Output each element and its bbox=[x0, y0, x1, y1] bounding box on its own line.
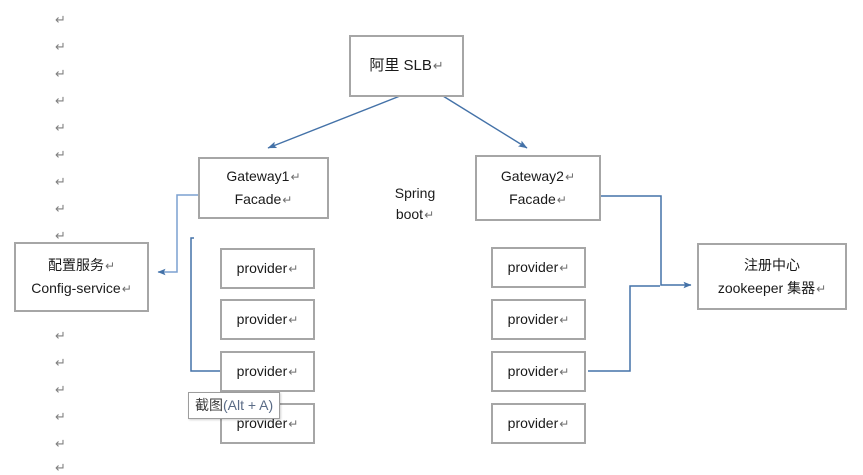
paragraph-mark: ↵ bbox=[55, 175, 66, 190]
connector-provider-right-to-registry bbox=[588, 285, 660, 372]
node-config-service-line1: 配置服务 bbox=[47, 257, 104, 274]
paragraph-mark: ↵ bbox=[564, 170, 576, 185]
label-spring-boot-line2: boot bbox=[395, 206, 424, 222]
paragraph-mark: ↵ bbox=[559, 417, 570, 432]
screenshot-tooltip-shortcut: (Alt + A) bbox=[223, 397, 274, 413]
node-gateway1-facade[interactable]: Gateway1↵ Facade↵ bbox=[198, 157, 329, 219]
paragraph-mark: ↵ bbox=[288, 313, 299, 328]
paragraph-mark: ↵ bbox=[288, 262, 299, 277]
connector-gateway1-to-config-service bbox=[157, 194, 198, 276]
provider-label: provider bbox=[236, 415, 288, 432]
node-registry-line1: 注册中心 bbox=[744, 256, 800, 273]
paragraph-mark: ↵ bbox=[55, 383, 66, 398]
paragraph-mark: ↵ bbox=[55, 437, 66, 452]
paragraph-mark: ↵ bbox=[104, 259, 116, 274]
node-config-service-line2: Config-service bbox=[31, 280, 121, 296]
node-provider-right-4[interactable]: provider↵ bbox=[491, 403, 586, 444]
paragraph-mark: ↵ bbox=[55, 121, 66, 136]
node-ali-slb-label: 阿里 SLB bbox=[369, 56, 432, 74]
provider-label: provider bbox=[507, 311, 559, 328]
paragraph-mark: ↵ bbox=[282, 193, 293, 207]
label-spring-boot-line1: Spring bbox=[394, 185, 436, 201]
paragraph-mark: ↵ bbox=[424, 208, 435, 222]
node-gateway2-line1: Gateway2 bbox=[500, 168, 564, 185]
paragraph-mark: ↵ bbox=[55, 229, 66, 244]
node-provider-right-2[interactable]: provider↵ bbox=[491, 299, 586, 340]
paragraph-mark: ↵ bbox=[55, 67, 66, 82]
node-provider-left-1[interactable]: provider↵ bbox=[220, 248, 315, 289]
paragraph-mark: ↵ bbox=[556, 193, 567, 207]
node-provider-left-3[interactable]: provider↵ bbox=[220, 351, 315, 392]
provider-label: provider bbox=[236, 363, 288, 380]
node-config-service[interactable]: 配置服务↵ Config-service↵ bbox=[14, 242, 149, 312]
paragraph-mark: ↵ bbox=[432, 58, 444, 74]
node-gateway2-facade[interactable]: Gateway2↵ Facade↵ bbox=[475, 155, 601, 221]
connector-gateway2-to-registry bbox=[601, 195, 692, 289]
provider-label: provider bbox=[236, 260, 288, 277]
node-provider-left-2[interactable]: provider↵ bbox=[220, 299, 315, 340]
node-registry-line2: zookeeper 集器 bbox=[717, 279, 816, 296]
paragraph-mark: ↵ bbox=[121, 282, 132, 296]
paragraph-mark: ↵ bbox=[55, 356, 66, 371]
node-provider-right-3[interactable]: provider↵ bbox=[491, 351, 586, 392]
provider-label: provider bbox=[507, 259, 559, 276]
paragraph-mark: ↵ bbox=[559, 313, 570, 328]
node-gateway1-line1: Gateway1 bbox=[226, 168, 290, 185]
provider-label: provider bbox=[507, 363, 559, 380]
connector-slb-to-gateway2 bbox=[442, 95, 528, 149]
node-ali-slb[interactable]: 阿里 SLB↵ bbox=[349, 35, 464, 97]
paragraph-mark: ↵ bbox=[816, 281, 827, 296]
paragraph-mark: ↵ bbox=[55, 148, 66, 163]
node-provider-right-1[interactable]: provider↵ bbox=[491, 247, 586, 288]
connector-slb-to-gateway1 bbox=[267, 95, 401, 149]
paragraph-mark: ↵ bbox=[55, 329, 66, 344]
provider-label: provider bbox=[507, 415, 559, 432]
paragraph-mark: ↵ bbox=[559, 365, 570, 380]
label-spring-boot: Spring boot↵ bbox=[360, 183, 470, 225]
paragraph-mark: ↵ bbox=[55, 202, 66, 217]
paragraph-mark: ↵ bbox=[55, 94, 66, 109]
screenshot-shortcut-tooltip: 截图(Alt + A) bbox=[188, 392, 281, 419]
connector-provider-left-to-config-service bbox=[190, 237, 220, 372]
paragraph-mark: ↵ bbox=[288, 417, 299, 432]
paragraph-mark: ↵ bbox=[55, 461, 66, 475]
paragraph-mark: ↵ bbox=[55, 40, 66, 55]
node-gateway2-line2: Facade bbox=[509, 191, 556, 207]
paragraph-mark: ↵ bbox=[55, 410, 66, 425]
paragraph-mark: ↵ bbox=[559, 261, 570, 276]
screenshot-tooltip-label: 截图 bbox=[195, 397, 223, 413]
node-gateway1-line2: Facade bbox=[234, 191, 282, 207]
provider-label: provider bbox=[236, 311, 288, 328]
node-registry-zookeeper[interactable]: 注册中心 zookeeper 集器↵ bbox=[697, 243, 847, 310]
paragraph-mark: ↵ bbox=[55, 13, 66, 28]
paragraph-mark: ↵ bbox=[290, 170, 301, 185]
paragraph-mark: ↵ bbox=[288, 365, 299, 380]
